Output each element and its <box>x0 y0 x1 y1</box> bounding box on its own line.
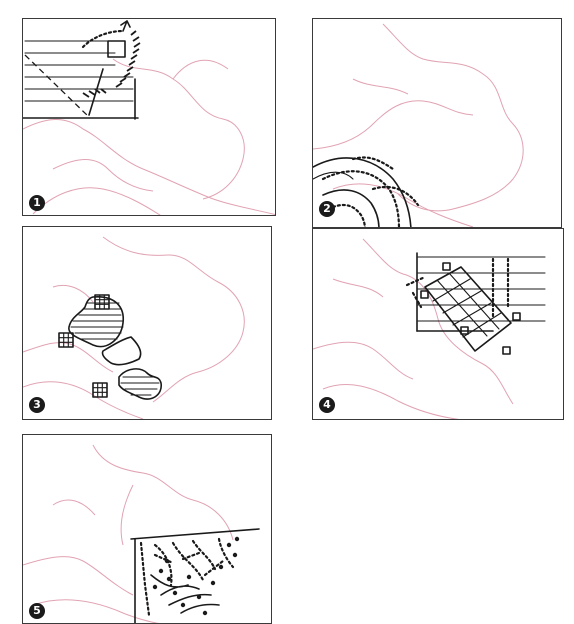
dotted-boundary <box>353 157 418 205</box>
panel-3-sketch <box>23 227 272 420</box>
dot-cluster <box>153 537 239 615</box>
panel-3: 3 <box>22 226 272 420</box>
dotted-arc <box>83 31 123 47</box>
panel-1: 1 <box>22 18 276 216</box>
panel-5: 5 <box>22 434 272 624</box>
panel-number-badge: 3 <box>29 397 45 413</box>
panel-1-sketch <box>23 19 276 216</box>
panel-number-badge: 2 <box>319 201 335 217</box>
rotated-grid-block <box>407 267 511 351</box>
hatched-blob-south <box>119 369 161 399</box>
diagonal-dashed-line <box>25 55 89 117</box>
square-marker <box>108 41 125 57</box>
panel-2: 2 <box>312 18 562 228</box>
horizontal-band-lines <box>417 253 545 331</box>
north-arrow <box>121 21 130 31</box>
street-network-sketch <box>131 529 259 624</box>
base-map-outline <box>23 237 244 419</box>
panel-4: 4 <box>312 228 564 420</box>
base-map-outline <box>23 445 233 624</box>
base-map-outline <box>313 24 523 227</box>
connector-shape <box>102 337 140 365</box>
panel-5-sketch <box>23 435 272 624</box>
base-map-outline <box>23 59 276 216</box>
horizontal-band-lines <box>23 41 138 119</box>
panel-2-sketch <box>313 19 562 228</box>
panel-4-sketch <box>313 229 564 420</box>
panel-number-badge: 5 <box>29 603 45 619</box>
panel-number-badge: 4 <box>319 397 335 413</box>
panel-number-badge: 1 <box>29 195 45 211</box>
base-map-outline <box>313 239 513 420</box>
